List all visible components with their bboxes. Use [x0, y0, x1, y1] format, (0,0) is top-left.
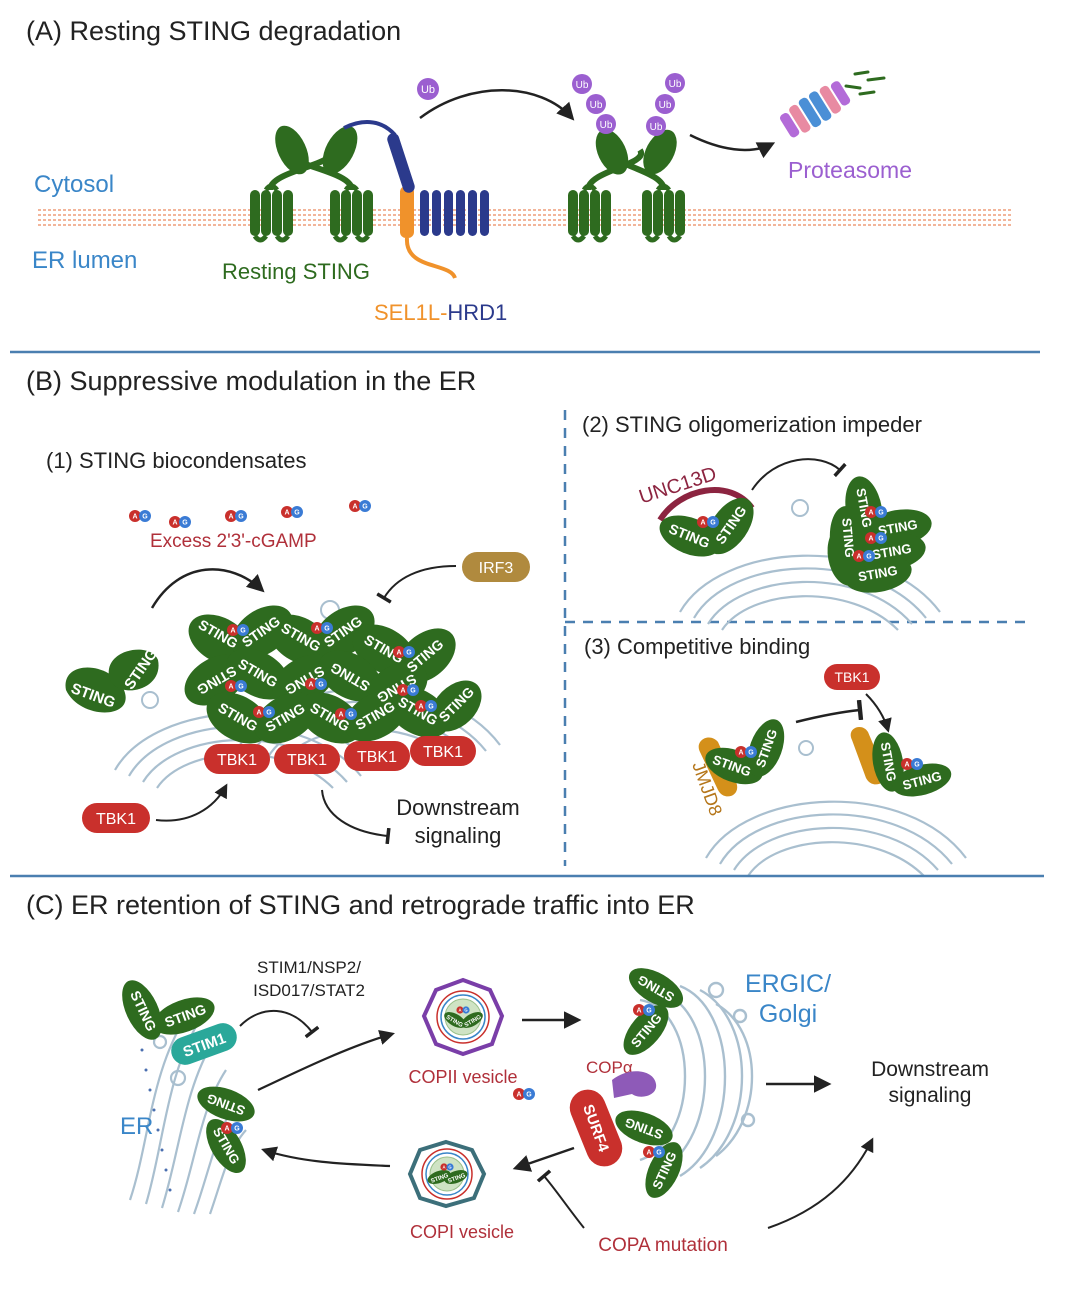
retention-factors-line2: ISD017/STAT2 — [253, 981, 365, 1000]
svg-text:STING: STING — [839, 517, 857, 558]
tbk1-free: TBK1 — [82, 803, 150, 833]
excess-cgamp-label: Excess 2'3'-cGAMP — [150, 531, 317, 552]
tbk1-row: TBK1 TBK1 TBK1 TBK1 — [204, 736, 476, 774]
downstream-label-b1-line2: signaling — [415, 823, 502, 848]
resting-sting-dimer — [250, 125, 373, 240]
panel-a: (A) Resting STING degradation Cytosol ER… — [26, 16, 1012, 325]
ubiquitin-chain-right: Ub Ub Ub — [646, 73, 685, 136]
sting-dimer-left: STING STING — [65, 646, 161, 713]
svg-text:Ub: Ub — [421, 84, 435, 96]
sub3-title: (3) Competitive binding — [584, 634, 810, 659]
ergic-label-line1: ERGIC/ — [745, 970, 831, 998]
svg-text:TBK1: TBK1 — [287, 752, 327, 769]
tbk1-badge-competitive: TBK1 — [824, 664, 880, 690]
downstream-inhibit-b1 — [321, 789, 391, 845]
svg-text:IRF3: IRF3 — [479, 560, 514, 577]
sting-dimer-golgi-top: STING STING — [623, 968, 684, 1055]
svg-text:Ub: Ub — [590, 100, 603, 111]
sting-dimer-er-top: STING STING — [122, 980, 215, 1040]
copii-label: COPII vesicle — [408, 1067, 517, 1087]
retention-inhibition — [239, 1010, 320, 1039]
sub1-title: (1) STING biocondensates — [46, 448, 306, 473]
proteasome-icon — [780, 81, 851, 138]
svg-text:Ub: Ub — [669, 79, 682, 90]
sting-dimer-er-bottom: STING STING — [197, 1086, 255, 1174]
er-to-copii-arrow — [257, 1029, 395, 1091]
unc13d-inhibition — [751, 458, 847, 491]
panel-b: (B) Suppressive modulation in the ER (1)… — [26, 366, 1030, 878]
sting-oligomer-labels: STING STING STING STING STING — [839, 487, 919, 584]
downstream-label-b1-line1: Downstream — [396, 795, 519, 820]
copa-mutation-downstream-arrow — [767, 1137, 874, 1229]
tbk1-binding-arrow — [865, 693, 892, 733]
svg-text:Ub: Ub — [576, 80, 589, 91]
svg-text:Ub: Ub — [650, 122, 663, 133]
ubiquitination-arrow — [419, 89, 575, 121]
surf4-protein: SURF4 — [569, 1089, 623, 1167]
svg-text:TBK1: TBK1 — [217, 752, 257, 769]
ubiquitinated-sting-dimer — [568, 129, 685, 240]
downstream-label-c-line2: signaling — [889, 1084, 972, 1107]
sub2-title: (2) STING oligomerization impeder — [582, 412, 922, 437]
svg-text:Ub: Ub — [659, 100, 672, 111]
svg-text:Ub: Ub — [600, 120, 613, 131]
downstream-label-c-line1: Downstream — [871, 1058, 989, 1081]
er-lumen-label: ER lumen — [32, 247, 137, 274]
sting-condensate — [184, 605, 482, 744]
svg-text:TBK1: TBK1 — [96, 811, 136, 828]
panel-c: (C) ER retention of STING and retrograde… — [26, 890, 989, 1256]
copii-vesicle: STING STING — [421, 977, 505, 1057]
free-cgamp-c — [513, 1088, 535, 1100]
proteasome-label: Proteasome — [788, 157, 912, 183]
copa-mutation-inhibition — [536, 1169, 585, 1229]
degradation-arrow — [689, 133, 776, 159]
golgi-to-copi-arrow — [512, 1146, 575, 1172]
sting-dimer-impeded: STING STING — [659, 497, 754, 557]
er-label: ER — [120, 1113, 153, 1140]
sel1l-hrd1-label: SEL1L-HRD1 — [374, 300, 507, 325]
copa-mutation-label: COPA mutation — [598, 1235, 728, 1256]
svg-text:TBK1: TBK1 — [834, 669, 869, 685]
ubiquitin-single: Ub — [417, 78, 439, 100]
panel-b-title: (B) Suppressive modulation in the ER — [26, 366, 476, 396]
svg-text:STING: STING — [853, 487, 875, 529]
sting-dimer-golgi-bottom: STING STING — [615, 1110, 683, 1198]
sel1l-hrd1-complex — [343, 120, 489, 280]
svg-text:TBK1: TBK1 — [357, 749, 397, 766]
peptide-fragments-icon — [844, 70, 886, 96]
jmjd8-inhibition — [795, 699, 864, 724]
copi-to-er-arrow — [261, 1146, 391, 1168]
copi-label: COPI vesicle — [410, 1222, 514, 1242]
svg-text:STING: STING — [871, 541, 913, 563]
copa-label: COPα — [586, 1058, 633, 1077]
er-membrane-competitive — [704, 740, 968, 878]
irf3-inhibition — [376, 565, 457, 604]
retention-factors-line1: STIM1/NSP2/ — [257, 958, 361, 977]
copi-vesicle: STING STING — [407, 1139, 487, 1209]
er-membrane-impeder — [678, 499, 942, 632]
free-cgamp-group — [129, 500, 371, 528]
cytosol-label: Cytosol — [34, 171, 114, 198]
svg-text:TBK1: TBK1 — [423, 744, 463, 761]
resting-sting-label: Resting STING — [222, 259, 370, 284]
jmjd8-sting-complex: STING STING — [698, 719, 785, 797]
ubiquitin-chain-left: Ub Ub Ub — [572, 74, 616, 134]
svg-text:STING: STING — [877, 517, 919, 539]
er-membrane — [38, 209, 1012, 226]
svg-text:STING: STING — [857, 563, 899, 585]
panel-c-title: (C) ER retention of STING and retrograde… — [26, 890, 695, 920]
svg-text:STING: STING — [878, 741, 900, 783]
cgamp-arrow — [150, 568, 265, 609]
sting-dimer-tbk1-target: STING STING — [872, 732, 952, 797]
panel-a-title: (A) Resting STING degradation — [26, 16, 401, 46]
copa-protein — [612, 1071, 657, 1098]
tbk1-recruit-arrow — [155, 783, 228, 822]
irf3-badge: IRF3 — [462, 552, 530, 582]
ergic-label-line2: Golgi — [759, 1000, 817, 1028]
